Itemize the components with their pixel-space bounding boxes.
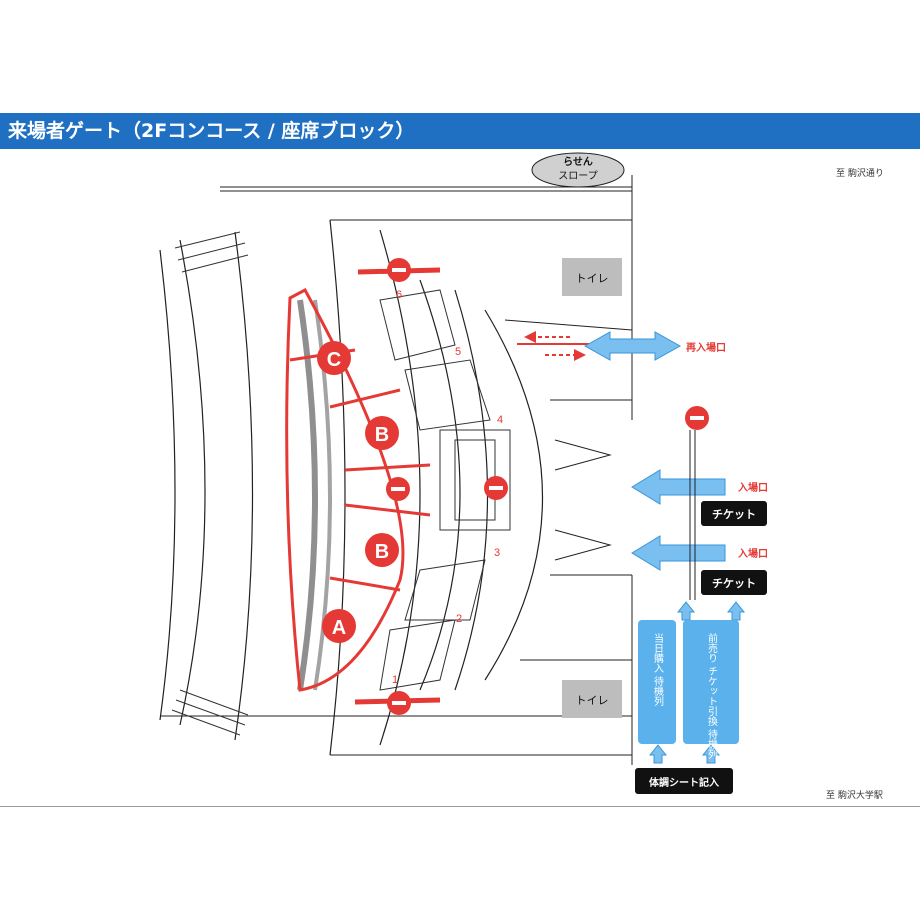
gate-ticks bbox=[689, 430, 696, 600]
entrance-1-arrow bbox=[631, 469, 726, 505]
direction-bottom-note: 至 駒沢大学駅 bbox=[826, 791, 883, 801]
ticket-booth-1-label: チケット bbox=[712, 508, 756, 521]
seat-hatching bbox=[171, 231, 332, 736]
gate-number-6: 6 bbox=[396, 289, 402, 301]
toilet-top: トイレ bbox=[562, 258, 622, 296]
queue-up-arrows bbox=[648, 601, 746, 764]
reentry-gate-label: 再入場口 bbox=[686, 341, 726, 354]
queue-same-day-label: 当日購入 待機列 bbox=[652, 632, 664, 707]
entrance-1-label: 入場口 bbox=[738, 481, 768, 494]
no-entry-icon bbox=[386, 477, 410, 501]
queue-presale: 前売り チケット引換 待機列 bbox=[683, 620, 739, 760]
entrance-2-arrow bbox=[631, 535, 726, 571]
block-badge-b-lower: B bbox=[365, 533, 399, 567]
bottom-divider bbox=[0, 806, 920, 807]
block-label-c: C bbox=[327, 349, 341, 371]
reentry-arrows bbox=[517, 331, 682, 361]
concourse-outline bbox=[504, 319, 633, 661]
spiral-slope: らせん スロープ bbox=[531, 152, 625, 188]
queue-presale-label: 前売り チケット引換 待機列 bbox=[706, 632, 718, 760]
no-entry-icon bbox=[685, 406, 709, 430]
block-label-b-lower: B bbox=[375, 541, 389, 563]
no-entry-icon bbox=[387, 691, 411, 715]
no-entry-icon bbox=[484, 476, 508, 500]
entrance-2-label: 入場口 bbox=[738, 547, 768, 560]
gate-number-5: 5 bbox=[455, 346, 461, 358]
ticket-booth-2: チケット bbox=[701, 570, 767, 595]
gate-number-4: 4 bbox=[497, 414, 503, 426]
direction-top-note: 至 駒沢通り bbox=[836, 169, 884, 179]
toilet-bottom: トイレ bbox=[562, 680, 622, 718]
header-bar: 来場者ゲート（2Fコンコース / 座席ブロック） bbox=[0, 113, 920, 149]
queue-same-day: 当日購入 待機列 bbox=[638, 620, 676, 744]
block-label-b-upper: B bbox=[375, 424, 389, 446]
gate-number-1: 1 bbox=[392, 674, 398, 686]
block-badge-c: C bbox=[317, 341, 351, 375]
toilet-top-label: トイレ bbox=[576, 272, 609, 285]
gate-number-2: 2 bbox=[456, 613, 462, 625]
health-sheet-station: 体調シート記入 bbox=[635, 768, 733, 794]
toilet-bottom-label: トイレ bbox=[576, 694, 609, 707]
gate-numbers: 6 5 4 3 2 1 bbox=[392, 289, 503, 686]
stadium-arcs bbox=[159, 219, 543, 756]
inner-stands bbox=[379, 289, 511, 691]
health-sheet-label: 体調シート記入 bbox=[649, 776, 719, 789]
no-entry-icon bbox=[387, 258, 411, 282]
gate-number-3: 3 bbox=[494, 547, 500, 559]
ticket-booth-1: チケット bbox=[701, 501, 767, 526]
page-title: 来場者ゲート（2Fコンコース / 座席ブロック） bbox=[8, 120, 415, 142]
block-badge-b-upper: B bbox=[365, 416, 399, 450]
slope-label-line1: らせん bbox=[563, 156, 593, 168]
ticket-booth-2-label: チケット bbox=[712, 577, 756, 590]
slope-label-line2: スロープ bbox=[558, 170, 597, 182]
block-badge-a: A bbox=[322, 609, 356, 643]
block-label-a: A bbox=[332, 617, 346, 639]
